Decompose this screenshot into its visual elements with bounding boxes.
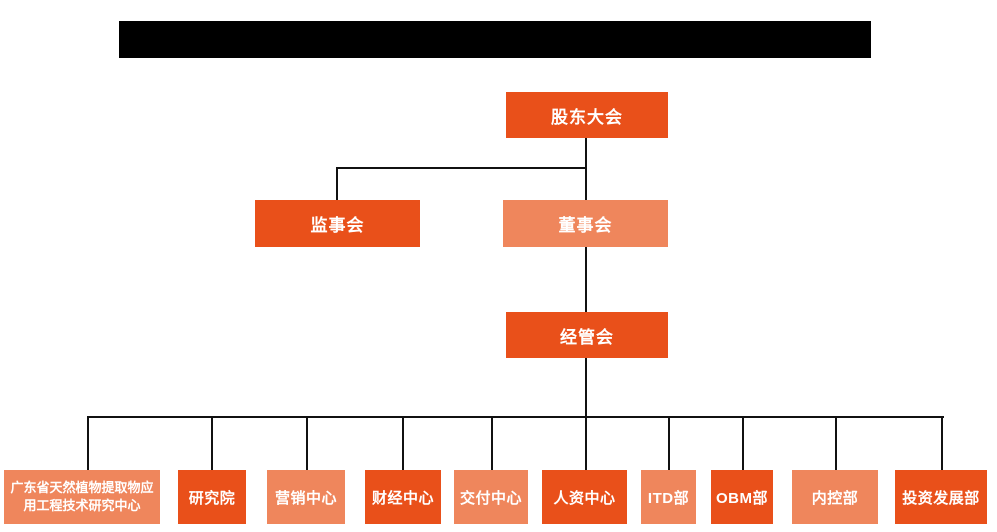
org-node-marketing-center[interactable]: 营销中心 xyxy=(267,470,345,524)
redacted-title-bar xyxy=(119,21,871,58)
org-node-supervisory-board[interactable]: 监事会 xyxy=(255,200,420,247)
org-node-hr-center[interactable]: 人资中心 xyxy=(542,470,627,524)
connector-level2-branch xyxy=(336,167,586,169)
org-node-research-institute[interactable]: 研究院 xyxy=(178,470,246,524)
connector-mgmt-stem xyxy=(585,358,587,470)
connector-board-stem xyxy=(585,247,587,312)
connector-dept-drop-10 xyxy=(941,416,943,470)
connector-dept-drop-5 xyxy=(491,416,493,470)
connector-dept-drop-4 xyxy=(402,416,404,470)
org-node-delivery-center[interactable]: 交付中心 xyxy=(454,470,528,524)
connector-root-stem xyxy=(585,138,587,200)
connector-dept-drop-8 xyxy=(742,416,744,470)
org-node-research-center[interactable]: 广东省天然植物提取物应用工程技术研究中心 xyxy=(4,470,160,524)
org-node-board-of-directors[interactable]: 董事会 xyxy=(503,200,668,247)
connector-supervisory-drop xyxy=(336,167,338,200)
org-node-obm-dept[interactable]: OBM部 xyxy=(711,470,773,524)
connector-dept-drop-7 xyxy=(668,416,670,470)
connector-dept-drop-1 xyxy=(87,416,89,470)
connector-dept-drop-2 xyxy=(211,416,213,470)
connector-dept-drop-3 xyxy=(306,416,308,470)
org-node-management-committee[interactable]: 经管会 xyxy=(506,312,668,358)
org-node-internal-control-dept[interactable]: 内控部 xyxy=(792,470,878,524)
org-node-investment-development-dept[interactable]: 投资发展部 xyxy=(895,470,987,524)
org-node-itd-dept[interactable]: ITD部 xyxy=(641,470,696,524)
org-node-finance-center[interactable]: 财经中心 xyxy=(365,470,441,524)
connector-dept-drop-9 xyxy=(835,416,837,470)
org-node-shareholders-meeting[interactable]: 股东大会 xyxy=(506,92,668,138)
connector-dept-rail xyxy=(87,416,944,418)
